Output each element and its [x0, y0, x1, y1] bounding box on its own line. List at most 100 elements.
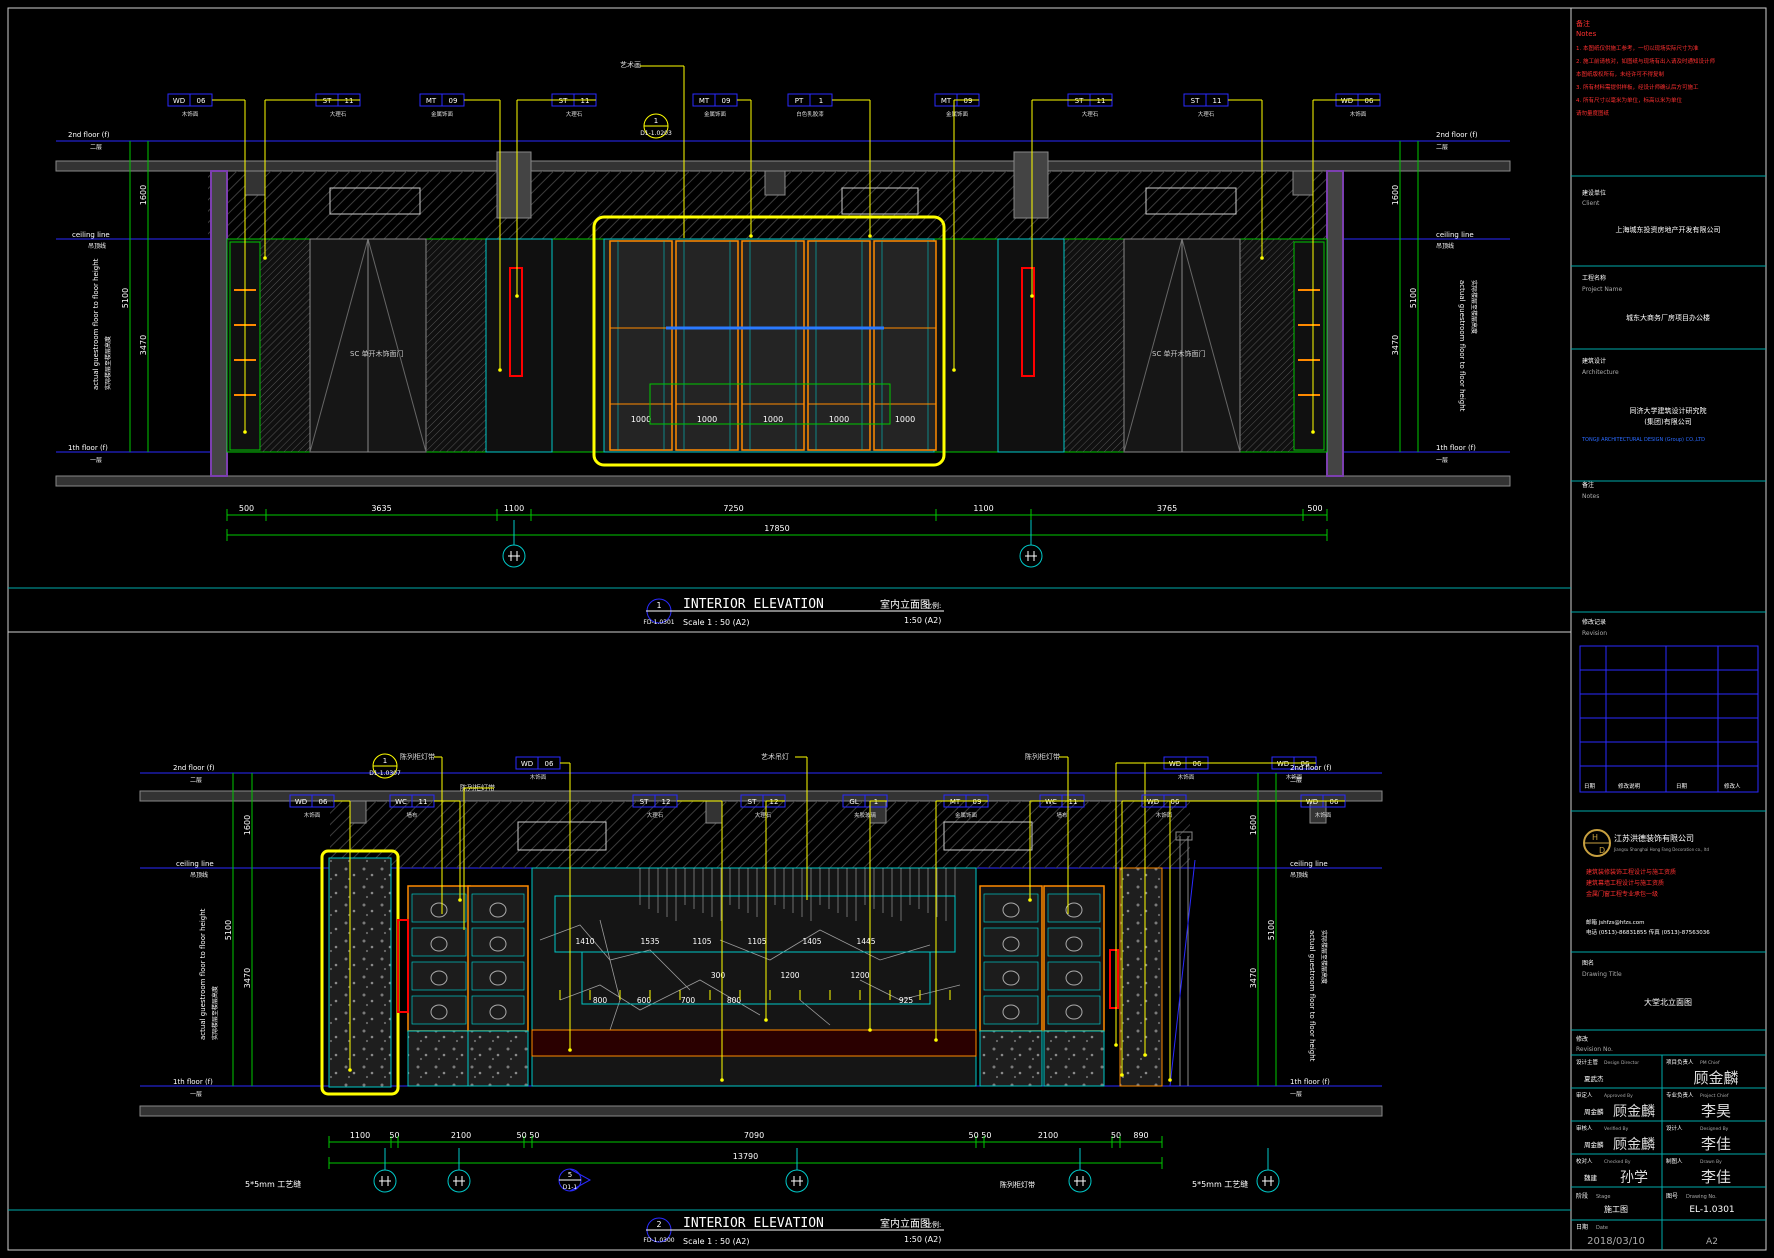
ceiling-void — [330, 801, 1190, 868]
section-callout: 5 D1-1 — [558, 1168, 592, 1192]
note-line: 请勿量度图纸 — [1576, 109, 1610, 117]
leader-dot — [458, 898, 462, 902]
tag-description: 金属饰面 — [431, 110, 454, 118]
top-note: 陈列柜灯带 — [400, 752, 435, 761]
sign-role-cn: 设计主管 — [1576, 1058, 1599, 1066]
leader-dot — [1260, 256, 1264, 260]
tag-number: 1 — [819, 97, 823, 105]
tag-number: 09 — [722, 97, 731, 105]
cabinet-cell — [1047, 961, 1101, 991]
company-line: 建筑幕墙工程设计与施工资质 — [1586, 879, 1664, 887]
title-en: INTERIOR ELEVATION — [683, 597, 824, 612]
grid-bubble — [1019, 520, 1043, 568]
inner-dim: 1445 — [856, 937, 875, 946]
display-object — [430, 902, 448, 918]
side-label: actual guestroom floor to floor height — [1308, 930, 1316, 1062]
panel-dim: 1000 — [763, 415, 783, 424]
tag-number: 06 — [1171, 798, 1180, 806]
dwgno-value: EL-1.0301 — [1689, 1205, 1734, 1215]
ceiling-label-cn: 吊顶线 — [1290, 871, 1308, 879]
note-line: 本图纸版权所有，未经许可不得复制 — [1576, 70, 1665, 78]
detail-callout-bubble: 1 D1-1.0307 — [369, 753, 401, 779]
lower-slab — [55, 475, 1511, 487]
vdim: 5100 — [1267, 920, 1276, 940]
dim-value: 500 — [1307, 504, 1322, 513]
cabinet-base — [1043, 1030, 1105, 1087]
elevation-title-1: 1 FD-1.0301 INTERIOR ELEVATION 室内立面图 比例:… — [643, 597, 944, 627]
cabinet-cell — [983, 961, 1039, 991]
sign-role-en: Design Director — [1604, 1060, 1639, 1066]
dim-value: 1100 — [350, 1131, 370, 1140]
tag-description: 金属饰面 — [955, 811, 978, 819]
note-line: 2. 施工前请核对，如图纸与现场有出入请及时通知设计师 — [1576, 57, 1715, 65]
sign-name: 周金麟 — [1584, 1107, 1604, 1116]
leader-dot — [749, 234, 753, 238]
tag-description: 大理石 — [755, 811, 772, 819]
level-label-top-cn: 二层 — [90, 144, 102, 151]
beam — [1292, 170, 1314, 196]
cabinet-cell — [411, 961, 467, 991]
tag-code: WD — [173, 97, 185, 105]
door-note: SC 单开木饰面门 — [350, 349, 404, 358]
vertical-dimension-left — [129, 141, 149, 452]
inner-dim: 925 — [899, 996, 914, 1005]
marble-niche — [485, 238, 553, 453]
revision-col-header: 日期 — [1676, 783, 1688, 790]
ceiling-label: ceiling line — [176, 860, 214, 868]
bottom-note: 陈列柜灯带 — [1000, 1180, 1035, 1189]
grid-bubble-icon — [447, 1169, 471, 1193]
display-object — [1002, 936, 1020, 952]
ceiling-label: ceiling line — [72, 231, 110, 239]
tag-code: WD — [295, 798, 307, 806]
sign-signature: 李佳 — [1701, 1168, 1731, 1186]
title-index-ref: FD-1.0301 — [643, 619, 674, 626]
leader-dot — [868, 1028, 872, 1032]
leader-dot — [764, 1018, 768, 1022]
tag-code: ST — [1191, 97, 1200, 105]
leader-dot — [263, 256, 267, 260]
vdim: 1600 — [139, 185, 148, 205]
groove-note: 5*5mm 工艺缝 — [245, 1179, 301, 1189]
leader-dot — [515, 294, 519, 298]
sign-signature-left: 孙学 — [1620, 1170, 1648, 1186]
tag-description: 木饰面 — [1315, 811, 1332, 819]
marble-vein — [859, 979, 961, 1001]
level-label-top-cn: 二层 — [190, 777, 202, 784]
inner-dim: 800 — [593, 996, 608, 1005]
sign-name: 夏武杰 — [1584, 1074, 1604, 1083]
title-index-num: 1 — [656, 601, 661, 610]
sign-role2-en: PM Chief — [1700, 1060, 1720, 1066]
top-note: 艺术画 — [620, 60, 641, 69]
tag-number: 1 — [874, 798, 878, 806]
leader-dot — [1168, 1078, 1172, 1082]
bubble-ref: D1-1.0203 — [640, 130, 672, 137]
vdim: 1600 — [1249, 815, 1258, 835]
stone-pillar — [1119, 867, 1163, 1087]
inner-dim: 1200 — [850, 971, 869, 980]
level-label-bottom: 1th floor (f) — [1290, 1078, 1330, 1086]
tag-code: WD — [1277, 760, 1289, 768]
cabinet-cell — [983, 995, 1039, 1025]
feature-panel — [807, 240, 871, 451]
tag-description: 木饰面 — [182, 110, 199, 118]
revision-col-header: 日期 — [1584, 783, 1596, 790]
cabinet-base — [467, 1030, 529, 1087]
dim-value: 2100 — [451, 1131, 471, 1140]
sign-role-cn: 校对人 — [1576, 1157, 1593, 1165]
tag-number: 11 — [345, 97, 354, 105]
client-label-en: Client — [1582, 200, 1600, 207]
cabinet-cell — [1047, 927, 1101, 957]
grid-bubble-icon — [373, 1169, 397, 1193]
